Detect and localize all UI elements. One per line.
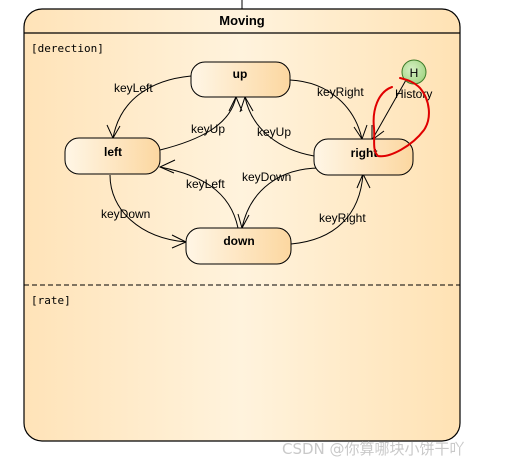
label-down-left: keyLeft xyxy=(186,177,225,191)
transition-down-right xyxy=(290,173,364,245)
transition-up-left xyxy=(112,75,192,139)
transition-down-left xyxy=(159,166,239,229)
label-up-right: keyRight xyxy=(317,85,364,99)
composite-state-title: Moving xyxy=(219,13,265,28)
region-label-rate: [rate] xyxy=(31,294,71,307)
composite-state-moving[interactable] xyxy=(23,8,461,442)
state-label-left: left xyxy=(104,145,122,159)
transition-right-down xyxy=(241,167,321,229)
transition-history-right xyxy=(371,79,407,141)
arrowhead-down-left xyxy=(158,159,176,174)
label-down-right: keyRight xyxy=(319,211,366,225)
red-annotation-scribble xyxy=(372,77,430,158)
label-up-left: keyLeft xyxy=(114,81,153,95)
state-label-up: up xyxy=(233,67,248,81)
label-right-up: keyUp xyxy=(257,125,291,139)
label-left-up: keyUp xyxy=(191,122,225,136)
transition-right-up xyxy=(244,96,315,157)
watermark: CSDN @你算哪块小饼干吖 xyxy=(282,440,465,458)
region-label-direction: [derection] xyxy=(31,42,104,55)
label-left-down: keyDown xyxy=(101,207,150,221)
transition-up-right xyxy=(289,79,363,140)
state-left[interactable]: left xyxy=(64,137,161,175)
transition-left-down xyxy=(109,174,187,243)
state-right[interactable]: right xyxy=(313,138,414,176)
transition-left-up xyxy=(159,96,237,151)
state-label-right: right xyxy=(351,146,378,160)
history-symbol: H xyxy=(410,66,419,80)
state-label-down: down xyxy=(223,234,254,248)
label-right-down: keyDown xyxy=(242,170,291,184)
state-down[interactable]: down xyxy=(185,227,292,265)
state-up[interactable]: up xyxy=(190,61,291,98)
